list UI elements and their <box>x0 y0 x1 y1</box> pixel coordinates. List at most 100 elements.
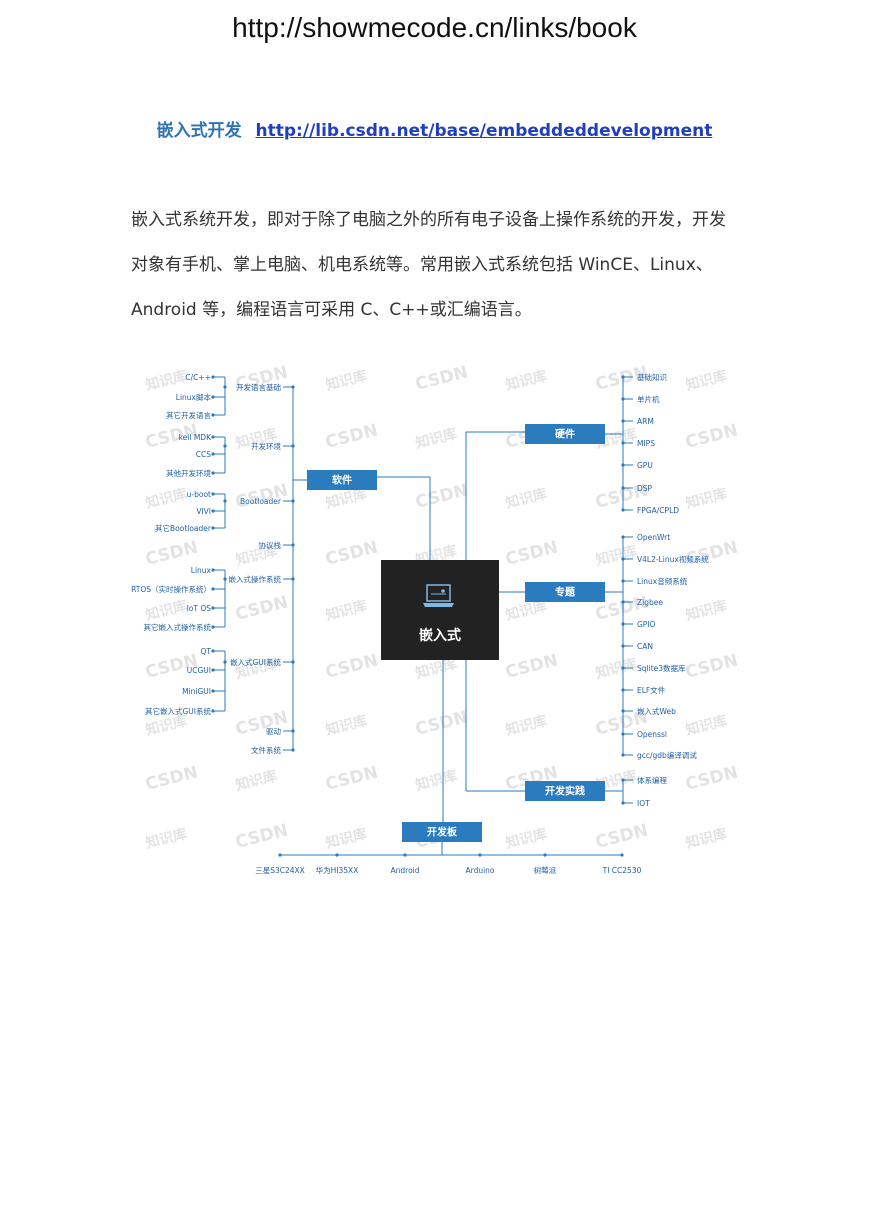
software-group-label: 驱动 <box>266 726 281 736</box>
connector-dot <box>543 853 547 857</box>
hardware-box <box>525 424 605 444</box>
software-group-label: 文件系统 <box>251 745 281 755</box>
practice-item-label: IOT <box>637 799 650 808</box>
connector-dot <box>621 486 625 490</box>
software-item-label: CCS <box>196 450 211 459</box>
software-group-label: Bootloader <box>240 497 282 506</box>
connector-dot <box>291 444 295 448</box>
watermark-text: CSDN <box>683 763 740 795</box>
software-group-label: 嵌入式操作系统 <box>229 574 282 584</box>
watermark-text: CSDN <box>143 763 200 795</box>
intro-paragraph: 嵌入式系统开发，即对于除了电脑之外的所有电子设备上操作系统的开发，开发 对象有手… <box>131 198 751 333</box>
connector-dot <box>621 732 625 736</box>
connector-dot <box>291 577 295 581</box>
software-item-label: QT <box>201 647 212 656</box>
watermark-text: 知识库 <box>324 712 369 739</box>
connector-dot <box>291 660 295 664</box>
connector-dot <box>621 778 625 782</box>
watermark-text: 知识库 <box>594 655 639 682</box>
watermark-text: 知识库 <box>684 712 729 739</box>
watermark-text: CSDN <box>233 593 290 625</box>
watermark-text: 知识库 <box>684 825 729 852</box>
topics-box-label: 专题 <box>555 586 576 599</box>
practice-box <box>525 781 605 801</box>
software-item-label: 其它开发语言 <box>166 410 211 420</box>
watermark-text: CSDN <box>593 821 650 853</box>
connector-dot <box>211 375 215 379</box>
software-item-label: u-boot <box>187 490 211 499</box>
board-item-label: 树莓派 <box>534 865 557 875</box>
watermark-text: 知识库 <box>504 485 549 512</box>
connector-dot <box>621 419 625 423</box>
software-box-label: 软件 <box>332 474 352 487</box>
boards-box <box>402 822 482 842</box>
intro-line: Android 等，编程语言可采用 C、C++或汇编语言。 <box>131 300 532 320</box>
connector-dot <box>478 853 482 857</box>
software-item-label: VIVI <box>196 507 211 516</box>
watermark-text: 知识库 <box>504 712 549 739</box>
hardware-item-label: MIPS <box>637 439 655 448</box>
connector-dot <box>211 625 215 629</box>
topics-item-label: CAN <box>637 642 653 651</box>
connector-dot <box>335 853 339 857</box>
connector-dot <box>621 397 625 401</box>
watermark-text: 知识库 <box>684 367 729 394</box>
software-item-label: 其他开发环境 <box>166 468 211 478</box>
topics-item-label: V4L2-Linux视频系统 <box>637 554 709 564</box>
connector-dot <box>278 853 282 857</box>
software-item-label: 其它Bootloader <box>155 523 212 533</box>
topics-item-label: 嵌入式Web <box>637 706 676 716</box>
watermark-text: 知识库 <box>324 597 369 624</box>
connector-dot <box>291 748 295 752</box>
laptop-icon <box>423 584 454 607</box>
header-url[interactable]: http://showmecode.cn/links/book <box>232 12 637 43</box>
connector-dot <box>621 666 625 670</box>
watermark-text: CSDN <box>413 363 470 395</box>
watermark-text: 知识库 <box>144 485 189 512</box>
board-item-label: Android <box>391 866 420 875</box>
hardware-item-label: GPU <box>637 461 653 470</box>
watermark-text: 知识库 <box>144 825 189 852</box>
watermark-text: CSDN <box>683 421 740 453</box>
intro-line: 对象有手机、掌上电脑、机电系统等。常用嵌入式系统包括 WinCE、Linux、 <box>131 255 713 275</box>
connector-dot <box>211 606 215 610</box>
topics-item-label: Sqlite3数据库 <box>637 663 686 673</box>
hardware-item-label: FPGA/CPLD <box>637 506 679 515</box>
connector-dot <box>223 499 227 503</box>
connector-dot <box>211 509 215 513</box>
center-label: 嵌入式 <box>419 627 461 644</box>
connector-dot <box>403 853 407 857</box>
connector-dot <box>211 492 215 496</box>
board-item-label: TI CC2530 <box>602 866 642 875</box>
connector-dot <box>621 801 625 805</box>
connector-dot <box>211 395 215 399</box>
software-item-label: MiniGUI <box>182 687 211 696</box>
board-item-label: 三星S3C24XX <box>255 866 305 875</box>
topics-item-label: GPIO <box>637 620 656 629</box>
connector-dot <box>223 444 227 448</box>
software-item-label: UCGUI <box>187 666 211 675</box>
watermark-text: 知识库 <box>684 485 729 512</box>
watermark-text: 知识库 <box>504 367 549 394</box>
connector-dot <box>211 435 215 439</box>
watermark-text: 知识库 <box>144 712 189 739</box>
watermark-text: CSDN <box>143 538 200 570</box>
software-item-label: Linux <box>191 566 212 575</box>
watermark-text: CSDN <box>323 763 380 795</box>
connector-dot <box>621 600 625 604</box>
software-group-label: 开发环境 <box>251 441 281 451</box>
laptop-screen <box>426 584 451 602</box>
topics-item-label: gcc/gdb编译调试 <box>637 750 697 760</box>
connector-dot <box>621 753 625 757</box>
connector-dot <box>223 660 227 664</box>
hardware-item-label: 单片机 <box>637 394 660 404</box>
watermark-text: 知识库 <box>414 425 459 452</box>
embedded-mindmap: 知识库 CSDN 知识库 CSDN 知识库 CSDN 知识库 CSDN 知识库 CSDN 知识库 CS… <box>131 363 740 875</box>
connector-dot <box>621 557 625 561</box>
title-link[interactable]: http://lib.csdn.net/base/embeddeddevelop… <box>255 121 713 141</box>
software-item-label: 其它嵌入式GUI系统 <box>145 706 212 716</box>
watermark-text: CSDN <box>323 538 380 570</box>
title-label: 嵌入式开发 <box>156 121 242 141</box>
connector-dot <box>211 668 215 672</box>
